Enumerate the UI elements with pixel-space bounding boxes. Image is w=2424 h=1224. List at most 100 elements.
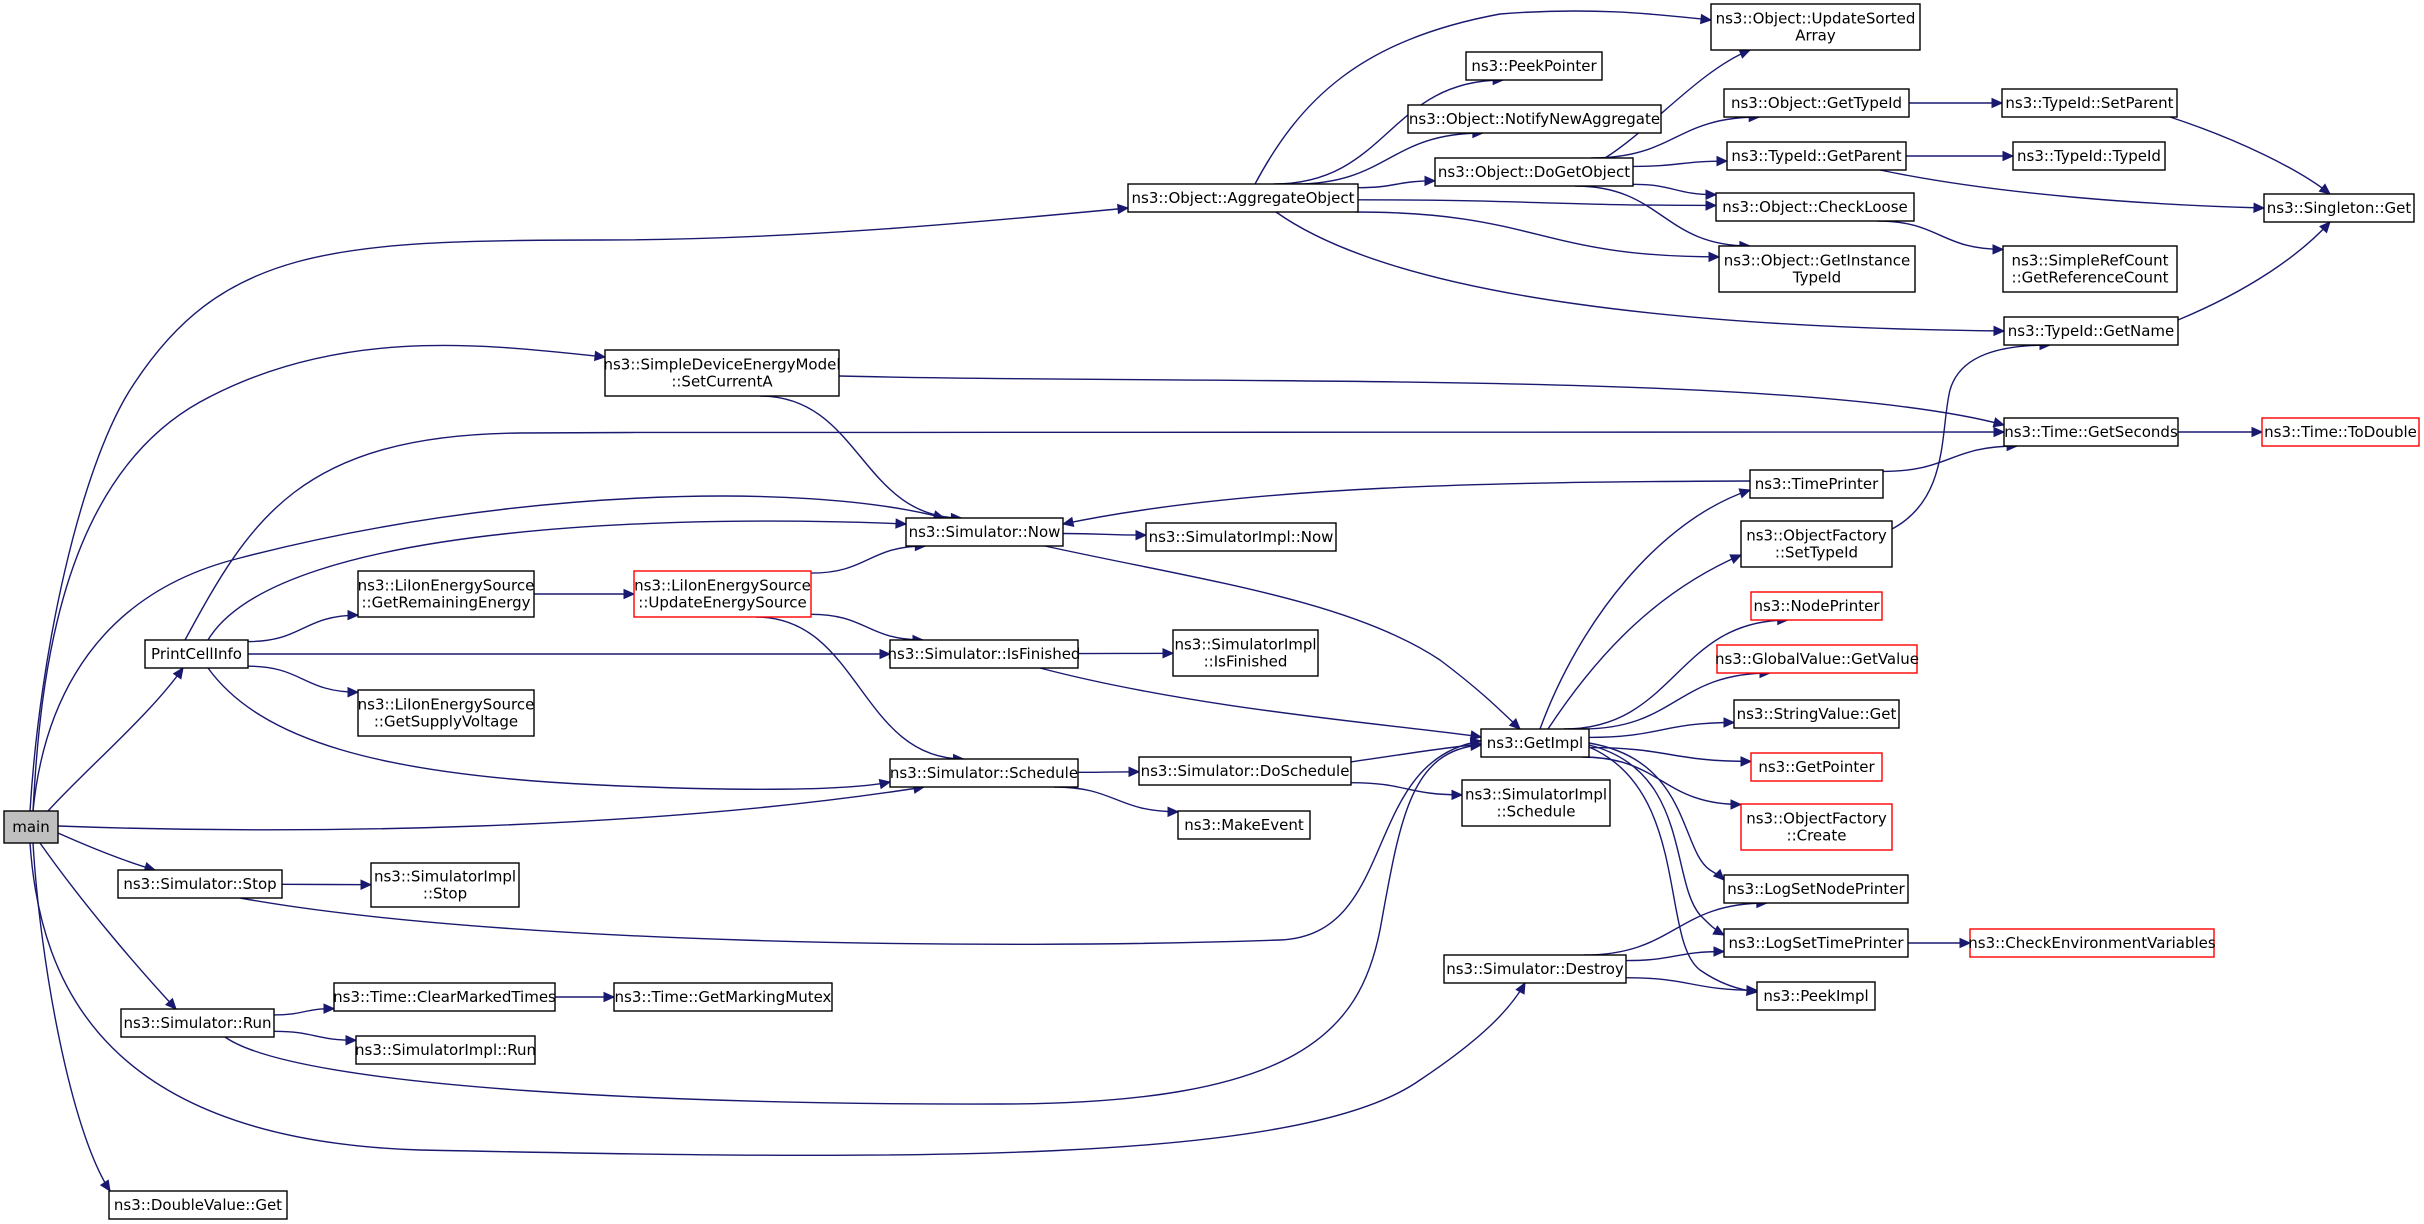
node-label: ns3::SimulatorImpl xyxy=(1174,636,1316,654)
edge-typeid-getparent-to-singleton-get xyxy=(1879,169,2266,213)
node-time-getseconds[interactable]: ns3::Time::GetSeconds xyxy=(2003,417,2179,447)
node-getpointer[interactable]: ns3::GetPointer xyxy=(1750,752,1883,782)
node-label: ns3::SimulatorImpl xyxy=(1465,786,1607,804)
edge-line xyxy=(1539,489,1751,730)
node-simulator-now[interactable]: ns3::Simulator::Now xyxy=(905,517,1064,547)
node-box xyxy=(1726,141,1907,171)
arrowhead-icon xyxy=(1991,97,2004,109)
edge-simulator-destroy-to-peekimpl xyxy=(1625,977,1759,996)
node-logsettimeprinter[interactable]: ns3::LogSetTimePrinter xyxy=(1723,928,1909,958)
edge-getimpl-to-objectfactory-settypeid xyxy=(1547,554,1743,730)
node-box xyxy=(1138,756,1352,786)
node-timeprinter[interactable]: ns3::TimePrinter xyxy=(1749,469,1884,499)
node-simulator-run[interactable]: ns3::Simulator::Run xyxy=(120,1008,275,1038)
node-printcellinfo[interactable]: PrintCellInfo xyxy=(144,639,249,669)
edge-line xyxy=(39,842,177,1010)
node-makeevent[interactable]: ns3::MakeEvent xyxy=(1177,810,1311,840)
node-label: ns3::Singleton::Get xyxy=(2267,199,2412,217)
node-simulator-isfinished[interactable]: ns3::Simulator::IsFinished xyxy=(888,639,1081,669)
node-globalvalue-getvalue[interactable]: ns3::GlobalValue::GetValue xyxy=(1715,644,1919,674)
arrowhead-icon xyxy=(895,518,908,529)
node-label: ns3::SimulatorImpl::Now xyxy=(1149,528,1334,546)
node-liion-updateenergysource[interactable]: ns3::LiIonEnergySource::UpdateEnergySour… xyxy=(633,570,812,618)
node-typeid-getparent[interactable]: ns3::TypeId::GetParent xyxy=(1726,141,1907,171)
node-typeid-setparent[interactable]: ns3::TypeId::SetParent xyxy=(2001,88,2178,118)
arrowhead-icon xyxy=(1993,426,2006,438)
edge-line xyxy=(1879,169,2265,209)
node-simulatorimpl-run[interactable]: ns3::SimulatorImpl::Run xyxy=(355,1035,536,1065)
node-box xyxy=(1718,245,1916,293)
node-object-dogetobject[interactable]: ns3::Object::DoGetObject xyxy=(1434,157,1634,187)
edge-simulator-destroy-to-logsettimeprinter xyxy=(1625,946,1726,962)
node-typeid-typeid[interactable]: ns3::TypeId::TypeId xyxy=(2012,141,2166,171)
edge-line xyxy=(1062,532,1147,536)
node-simulator-schedule[interactable]: ns3::Simulator::Schedule xyxy=(889,758,1079,788)
node-label: TypeId xyxy=(1792,269,1841,287)
node-simulator-doschedule[interactable]: ns3::Simulator::DoSchedule xyxy=(1138,756,1352,786)
edge-line xyxy=(247,614,359,643)
node-singleton-get[interactable]: ns3::Singleton::Get xyxy=(2263,193,2415,223)
edge-line xyxy=(1039,667,1482,738)
node-main[interactable]: main xyxy=(3,810,59,844)
edge-line xyxy=(1547,554,1742,730)
node-doublevalue-get[interactable]: ns3::DoubleValue::Get xyxy=(108,1190,288,1220)
node-object-checkloose[interactable]: ns3::Object::CheckLoose xyxy=(1715,192,1915,222)
node-time-clearmarkedtimes[interactable]: ns3::Time::ClearMarkedTimes xyxy=(333,982,556,1012)
edge-typeid-getname-to-singleton-get xyxy=(2177,221,2331,321)
edge-simulator-stop-to-simulatorimpl-stop xyxy=(281,879,373,890)
edge-simpledevice-setcurrenta-to-time-getseconds xyxy=(838,375,2006,428)
node-box xyxy=(1443,954,1627,984)
edge-line xyxy=(1584,902,1767,956)
node-nodeprinter[interactable]: ns3::NodePrinter xyxy=(1750,591,1883,621)
arrowhead-icon xyxy=(323,1003,336,1014)
node-peekpointer[interactable]: ns3::PeekPointer xyxy=(1465,51,1603,81)
node-simulatorimpl-isfinished[interactable]: ns3::SimulatorImpl::IsFinished xyxy=(1172,629,1319,677)
node-box xyxy=(889,758,1079,788)
node-label: ::Create xyxy=(1787,827,1847,845)
node-simulator-destroy[interactable]: ns3::Simulator::Destroy xyxy=(1443,954,1627,984)
node-objectfactory-create[interactable]: ns3::ObjectFactory::Create xyxy=(1740,803,1893,851)
node-box xyxy=(1715,192,1915,222)
node-simulatorimpl-now[interactable]: ns3::SimulatorImpl::Now xyxy=(1145,522,1337,552)
node-object-aggregateobject[interactable]: ns3::Object::AggregateObject xyxy=(1127,183,1359,213)
node-getimpl[interactable]: ns3::GetImpl xyxy=(1480,728,1590,758)
arrowhead-icon xyxy=(1713,946,1726,957)
node-label: ns3::TimePrinter xyxy=(1755,475,1879,493)
edge-line xyxy=(1588,746,1752,763)
edge-object-dogetobject-to-object-checkloose xyxy=(1632,183,1718,200)
node-stringvalue-get[interactable]: ns3::StringValue::Get xyxy=(1733,699,1900,729)
arrowhead-icon xyxy=(2318,183,2331,195)
edge-main-to-printcellinfo xyxy=(47,667,184,812)
node-label: ns3::Object::AggregateObject xyxy=(1132,189,1355,207)
node-object-gettypeid[interactable]: ns3::Object::GetTypeId xyxy=(1723,88,1910,118)
arrowhead-icon xyxy=(1992,417,2006,428)
node-peekimpl[interactable]: ns3::PeekImpl xyxy=(1756,981,1876,1011)
node-checkenvironmentvariables[interactable]: ns3::CheckEnvironmentVariables xyxy=(1968,928,2216,958)
node-typeid-getname[interactable]: ns3::TypeId::GetName xyxy=(2003,316,2179,346)
node-label: ns3::Object::NotifyNewAggregate xyxy=(1409,110,1660,128)
node-objectfactory-settypeid[interactable]: ns3::ObjectFactory::SetTypeId xyxy=(1740,520,1893,568)
arrowhead-icon xyxy=(1738,488,1752,499)
node-logsetnodeprinter[interactable]: ns3::LogSetNodePrinter xyxy=(1723,874,1909,904)
node-object-notifynewaggregate[interactable]: ns3::Object::NotifyNewAggregate xyxy=(1407,104,1662,134)
node-liion-getsupplyvoltage[interactable]: ns3::LiIonEnergySource::GetSupplyVoltage xyxy=(357,689,535,737)
node-time-getmarkingmutex[interactable]: ns3::Time::GetMarkingMutex xyxy=(613,982,833,1012)
node-simpledevice-setcurrenta[interactable]: ns3::SimpleDeviceEnergyModel::SetCurrent… xyxy=(603,349,841,397)
arrowhead-icon xyxy=(1470,739,1483,751)
arrowhead-icon xyxy=(1992,244,2005,255)
node-simulator-stop[interactable]: ns3::Simulator::Stop xyxy=(117,869,283,899)
edge-time-clearmarkedtimes-to-time-getmarkingmutex xyxy=(554,991,616,1003)
node-liion-getremainingenergy[interactable]: ns3::LiIonEnergySource::GetRemainingEner… xyxy=(357,570,535,618)
node-simulatorimpl-stop[interactable]: ns3::SimulatorImpl::Stop xyxy=(370,862,520,908)
node-simulatorimpl-schedule[interactable]: ns3::SimulatorImpl::Schedule xyxy=(1461,779,1611,827)
node-label: ns3::SimulatorImpl xyxy=(374,868,516,886)
edge-line xyxy=(1357,180,1436,189)
arrowhead-icon xyxy=(1740,756,1753,767)
arrowhead-icon xyxy=(1515,981,1526,995)
arrowhead-icon xyxy=(879,648,892,660)
node-time-todouble[interactable]: ns3::Time::ToDouble xyxy=(2261,417,2420,447)
node-simplerefcount-getreferencecount[interactable]: ns3::SimpleRefCount::GetReferenceCount xyxy=(2002,245,2178,293)
